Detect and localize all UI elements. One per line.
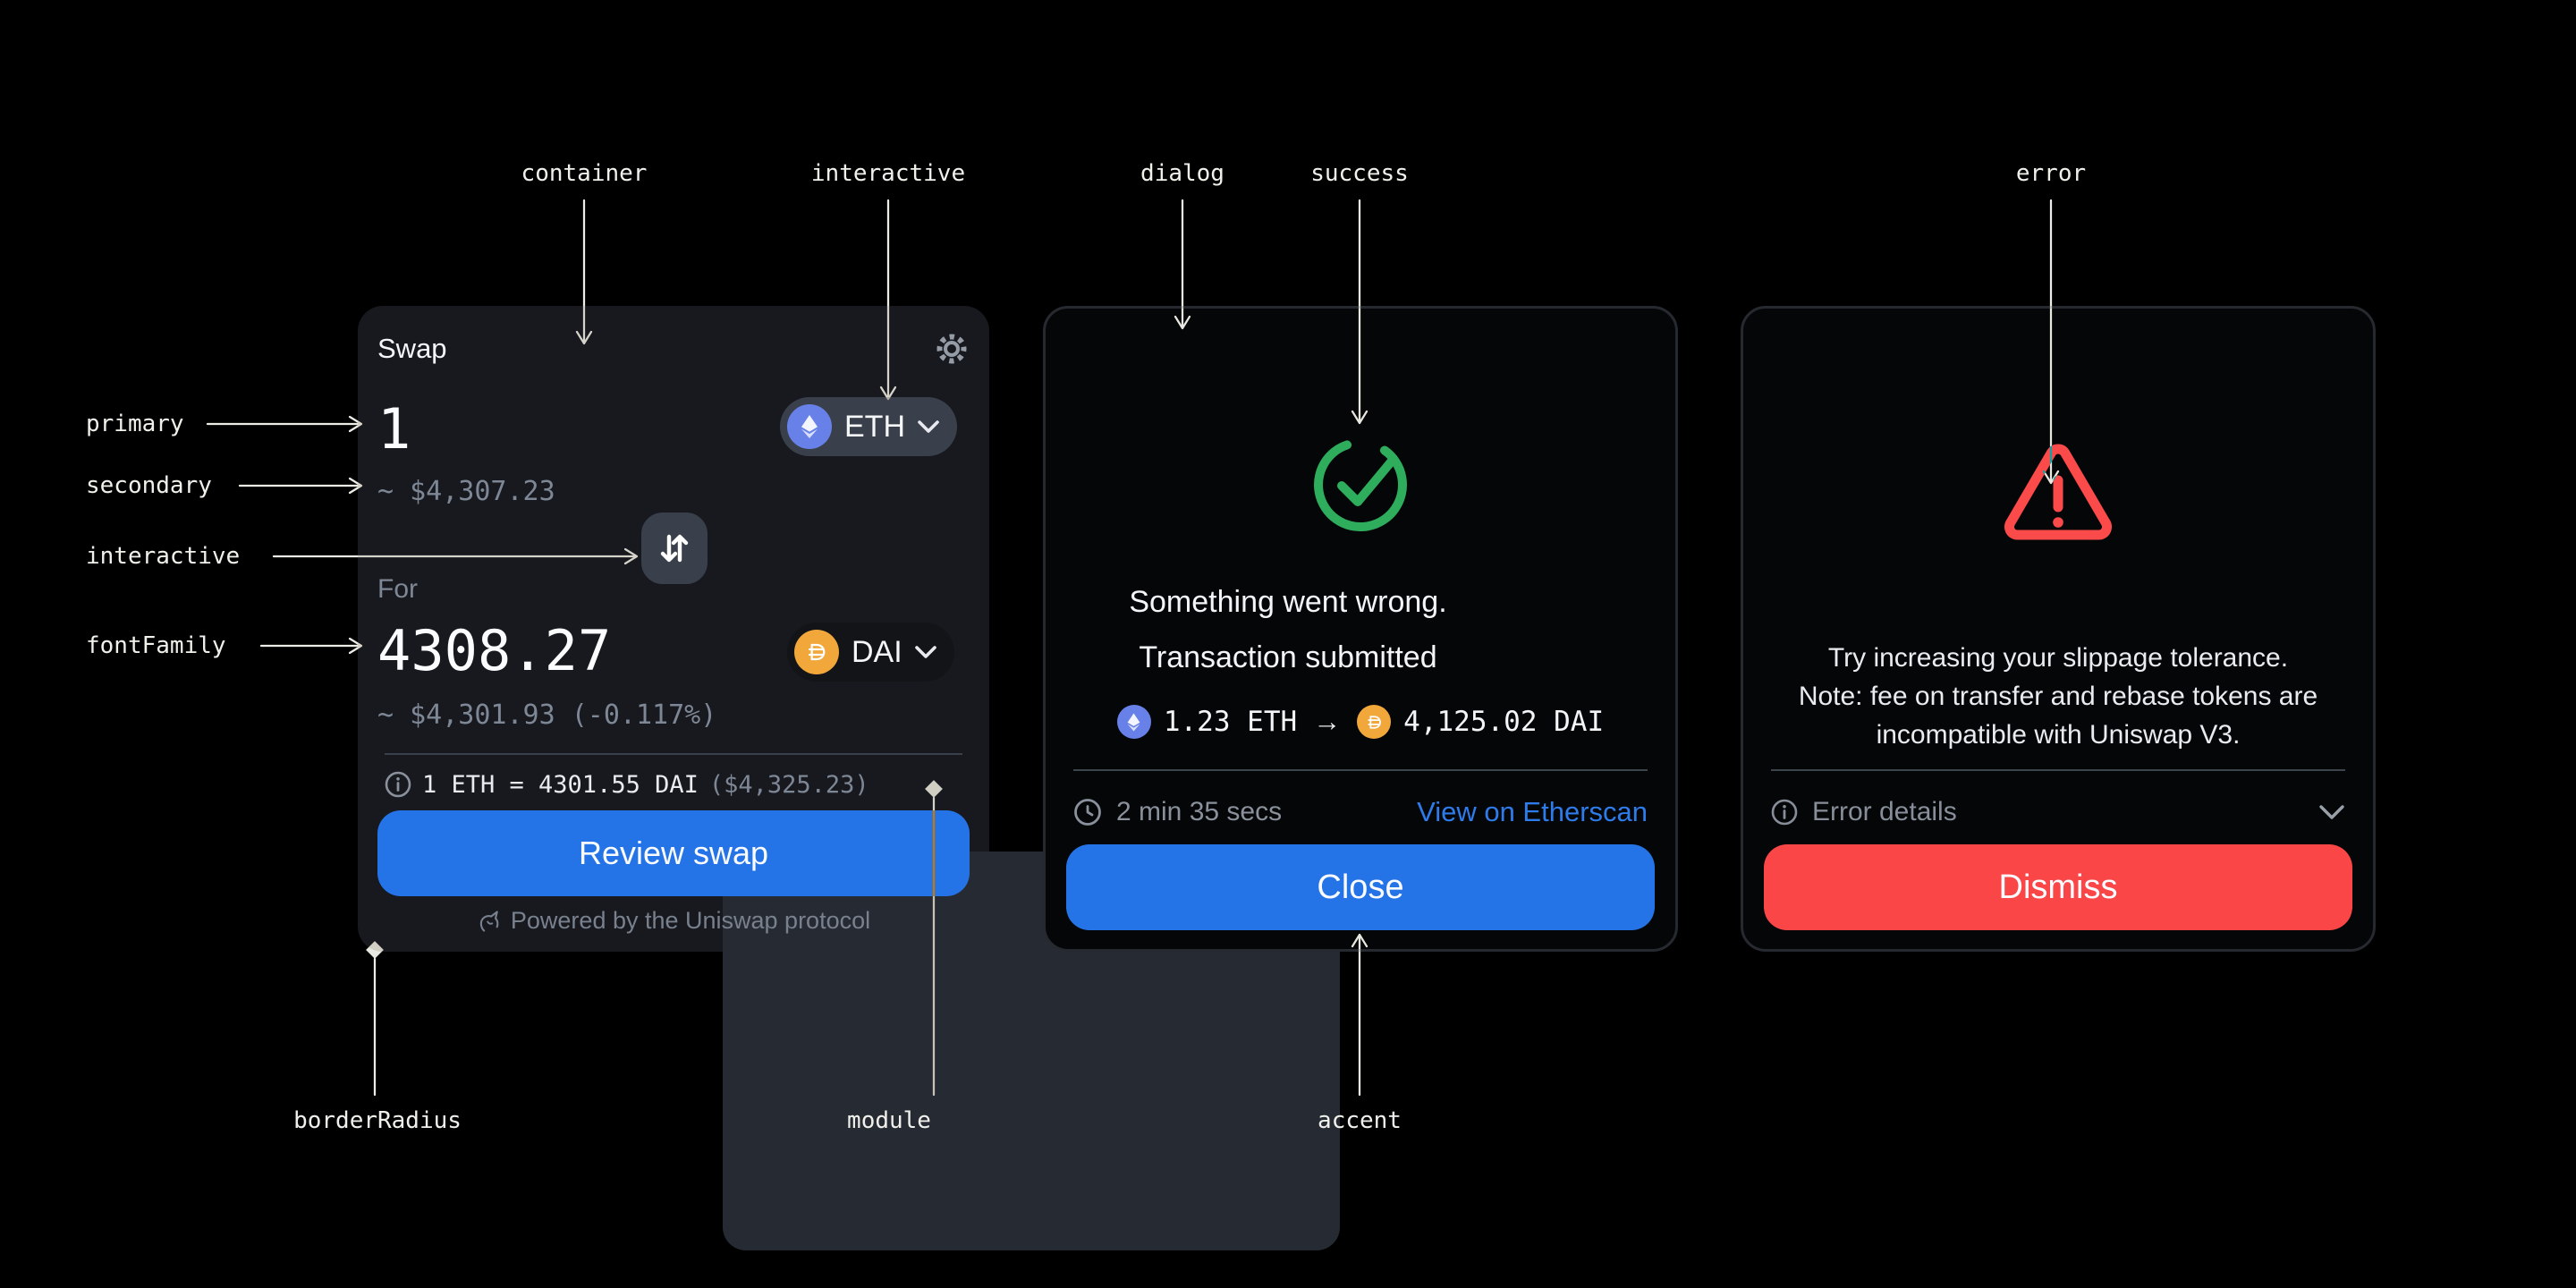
success-dialog-divider bbox=[1073, 769, 1648, 771]
transaction-duration: 2 min 35 secs bbox=[1116, 797, 1283, 826]
info-icon bbox=[385, 771, 411, 798]
transaction-meta-row: 2 min 35 secs View on Etherscan bbox=[1073, 792, 1648, 832]
annotation-interactive-left: interactive bbox=[86, 543, 241, 570]
error-dialog-title: Something went wrong. bbox=[1129, 585, 1447, 619]
powered-by-text: Powered by the Uniswap protocol bbox=[510, 907, 871, 934]
buy-token-selector[interactable]: DAI bbox=[787, 623, 954, 682]
error-details-row[interactable]: Error details bbox=[1771, 792, 2345, 832]
error-dialog-body: Try increasing your slippage tolerance. … bbox=[1741, 639, 2376, 754]
error-body-line: Note: fee on transfer and rebase tokens … bbox=[1798, 682, 2318, 711]
from-amount: 1.23 ETH bbox=[1163, 706, 1298, 738]
to-amount: 4,125.02 DAI bbox=[1403, 706, 1605, 738]
swap-direction-button[interactable] bbox=[636, 507, 713, 589]
eth-token-icon bbox=[787, 404, 832, 449]
exchange-rate-row: 1 ETH = 4301.55 DAI ($4,325.23) bbox=[385, 767, 962, 801]
review-swap-button[interactable]: Review swap bbox=[377, 810, 970, 896]
annotation-success: success bbox=[1310, 160, 1409, 187]
swap-summary-row: 1.23 ETH → 4,125.02 DAI bbox=[1043, 705, 1678, 739]
annotation-accent: accent bbox=[1318, 1107, 1402, 1134]
chevron-down-icon bbox=[918, 419, 939, 433]
clock-icon bbox=[1074, 799, 1101, 826]
view-on-etherscan-link[interactable]: View on Etherscan bbox=[1417, 796, 1648, 827]
annotation-error: error bbox=[2015, 160, 2087, 187]
sell-token-label: ETH bbox=[844, 409, 905, 444]
eth-token-icon bbox=[1116, 705, 1151, 739]
chevron-down-icon bbox=[2319, 805, 2344, 819]
powered-by-footer: Powered by the Uniswap protocol bbox=[358, 907, 989, 935]
annotation-module: module bbox=[847, 1107, 931, 1134]
uniswap-unicorn-icon bbox=[479, 910, 499, 932]
annotation-secondary: secondary bbox=[86, 472, 212, 499]
success-check-icon bbox=[1314, 438, 1407, 531]
sell-token-selector[interactable]: ETH bbox=[780, 397, 957, 456]
buy-fiat-value: ~ $4,301.93 (-0.117%) bbox=[377, 699, 717, 731]
annotation-interactive-top: interactive bbox=[810, 160, 966, 187]
annotation-borderradius: borderRadius bbox=[293, 1107, 462, 1134]
sell-fiat-value: ~ $4,307.23 bbox=[377, 476, 555, 507]
info-icon bbox=[1771, 799, 1798, 826]
annotation-fontfamily: fontFamily bbox=[86, 632, 226, 659]
buy-amount-input[interactable]: 4308.27 bbox=[377, 618, 612, 683]
buy-token-label: DAI bbox=[852, 634, 902, 669]
dai-token-icon bbox=[1357, 705, 1392, 739]
gear-icon bbox=[936, 334, 967, 364]
close-button[interactable]: Close bbox=[1066, 844, 1655, 930]
success-dialog-title: Transaction submitted bbox=[1139, 640, 1437, 674]
swap-module-divider bbox=[385, 753, 962, 755]
error-dialog-divider bbox=[1771, 769, 2345, 771]
swap-arrows-icon bbox=[660, 534, 689, 563]
chevron-down-icon bbox=[914, 645, 936, 658]
error-dialog bbox=[1741, 306, 2376, 952]
exchange-rate-text: 1 ETH = 4301.55 DAI bbox=[422, 770, 699, 799]
error-body-line: incompatible with Uniswap V3. bbox=[1876, 720, 2241, 750]
annotation-container: container bbox=[521, 160, 648, 187]
error-details-label: Error details bbox=[1812, 797, 1957, 826]
arrow-right-icon: → bbox=[1313, 706, 1342, 737]
exchange-rate-fiat: ($4,325.23) bbox=[708, 770, 869, 799]
swap-card-title: Swap bbox=[377, 333, 447, 364]
buy-section-label: For bbox=[377, 574, 418, 604]
dai-token-icon bbox=[794, 630, 839, 674]
sell-amount-input[interactable]: 1 bbox=[377, 396, 411, 462]
annotation-dialog: dialog bbox=[1140, 160, 1224, 187]
annotation-primary: primary bbox=[86, 411, 184, 437]
settings-button[interactable] bbox=[928, 326, 975, 372]
error-warning-icon bbox=[2004, 444, 2112, 540]
dismiss-button[interactable]: Dismiss bbox=[1764, 844, 2352, 930]
error-body-line: Try increasing your slippage tolerance. bbox=[1827, 643, 2289, 673]
